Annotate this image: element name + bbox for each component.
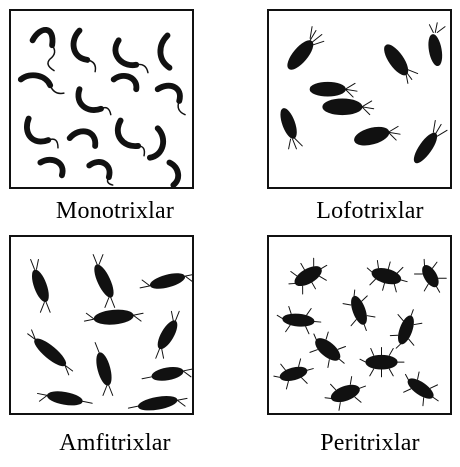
panel-peritrixlar [267, 235, 452, 415]
caption-amfitrixlar: Amfitrixlar [0, 430, 230, 457]
amphitrichous-bacteria-illustration [11, 237, 192, 413]
monotrichous-bacteria-illustration [11, 11, 192, 187]
caption-monotrixlar: Monotrixlar [0, 198, 230, 225]
panel-amfitrixlar [9, 235, 194, 415]
peritrichous-bacteria-illustration [269, 237, 450, 413]
caption-peritrixlar: Peritrixlar [255, 430, 460, 457]
panel-monotrixlar [9, 9, 194, 189]
panel-lofotrixlar [267, 9, 452, 189]
caption-lofotrixlar: Lofotrixlar [255, 198, 460, 225]
lophotrichous-bacteria-illustration [269, 11, 450, 187]
